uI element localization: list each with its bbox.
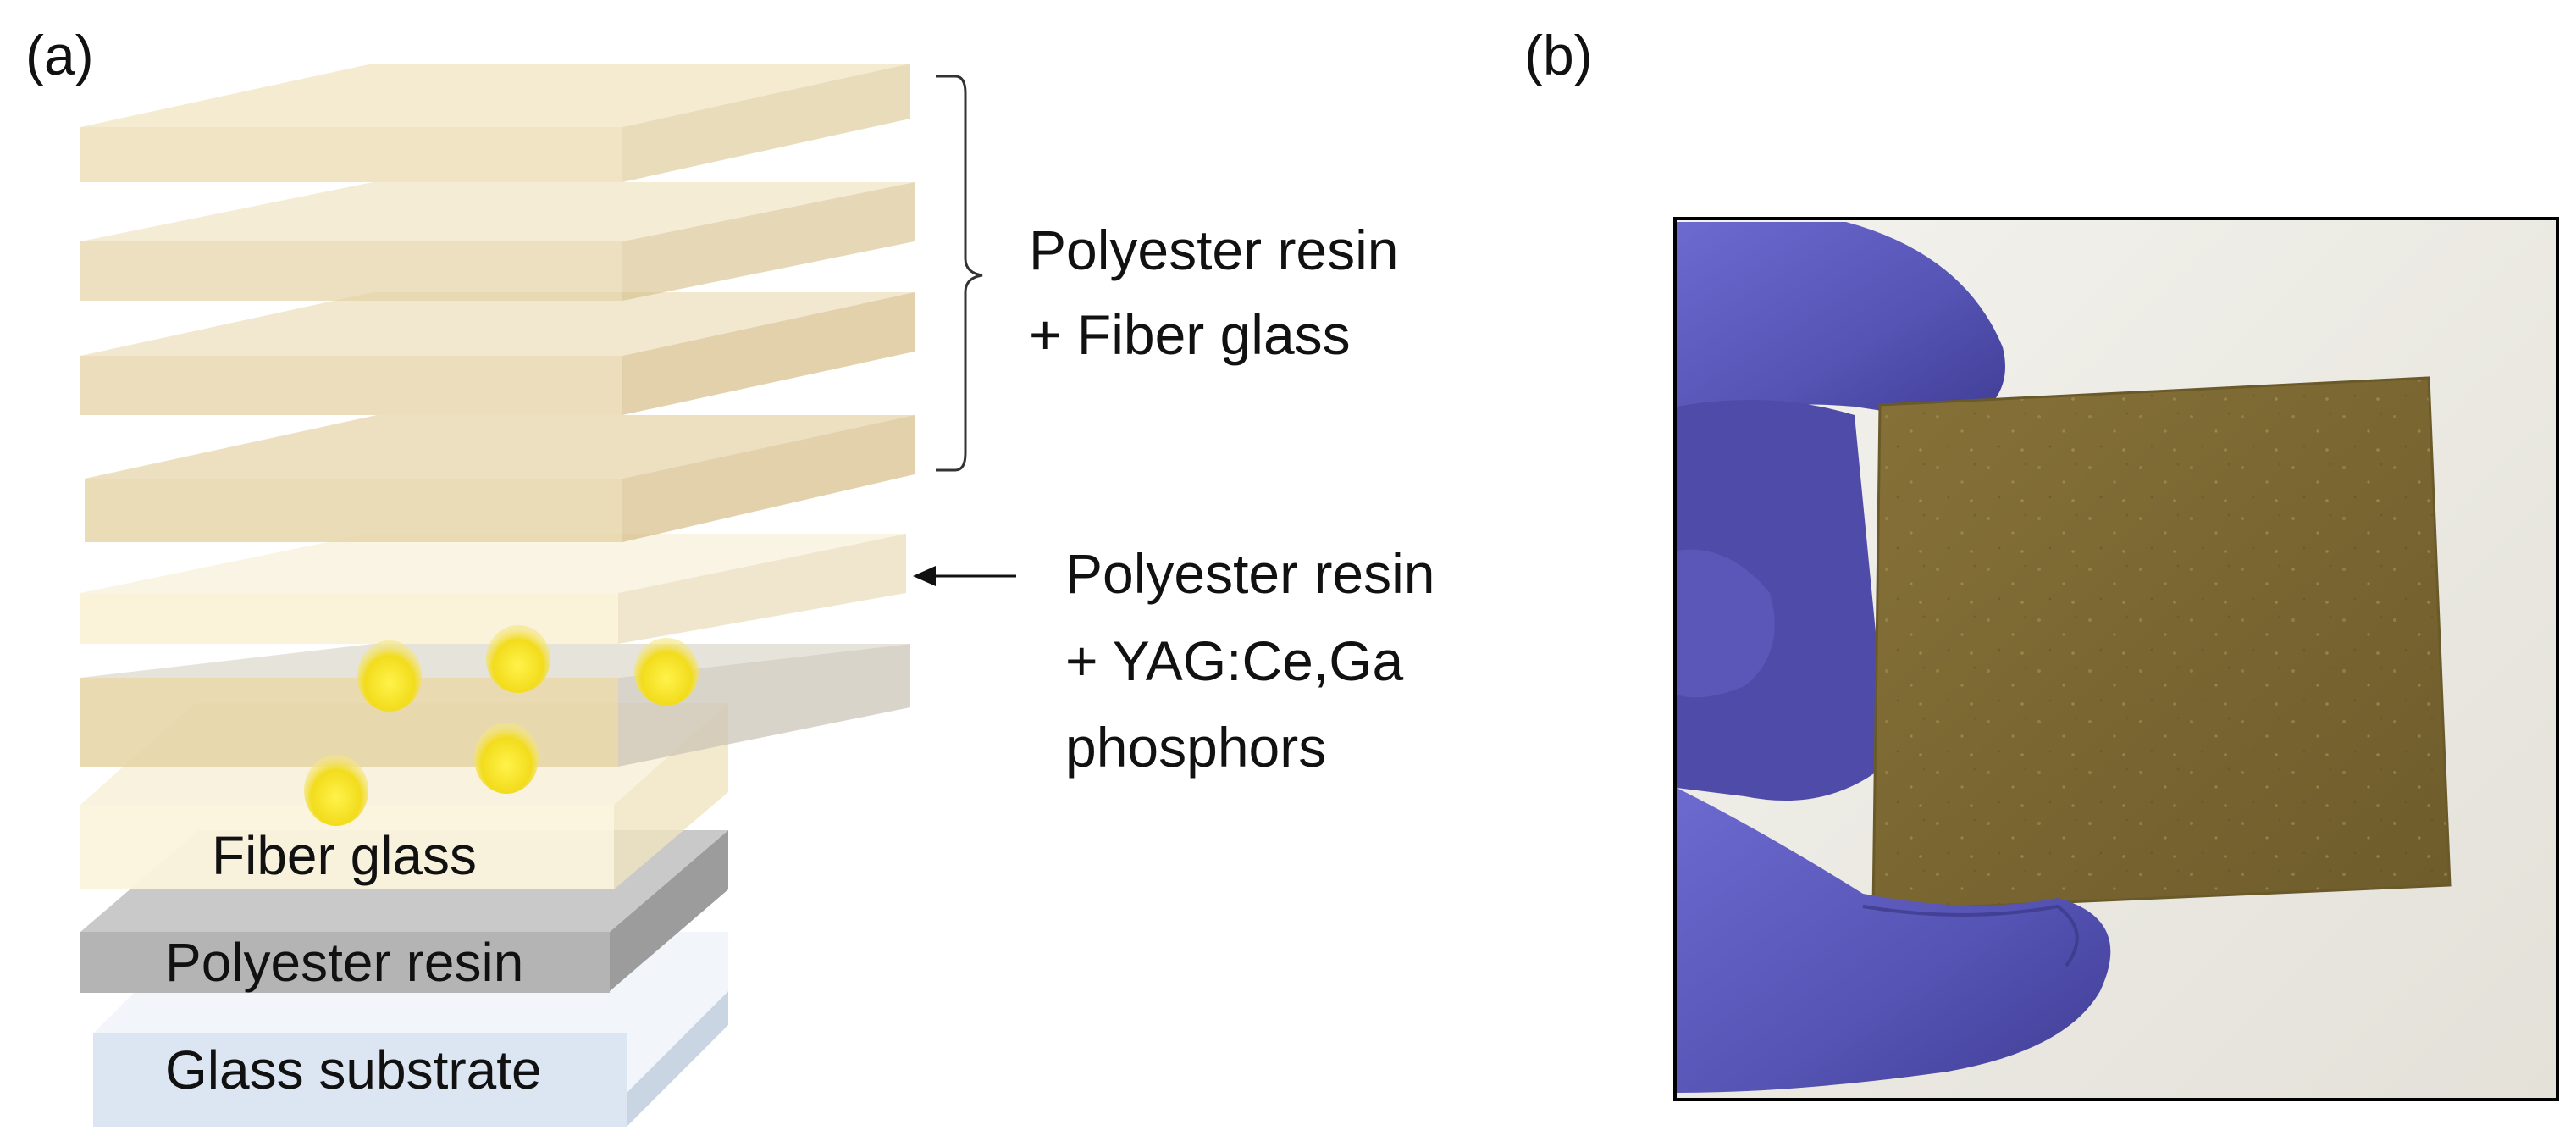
bracket xyxy=(936,75,983,472)
glove-upper-finger xyxy=(1677,222,2005,424)
phosphor-dot xyxy=(304,755,368,826)
layer-7 xyxy=(80,292,915,415)
arrow-label-line2: + YAG:Ce,Ga xyxy=(1065,629,1404,692)
layer-top xyxy=(80,64,910,182)
arrow-label-line1: Polyester resin xyxy=(1065,542,1435,605)
arrow-label-line3: phosphors xyxy=(1065,716,1326,779)
phosphor-dot xyxy=(634,638,699,706)
phosphor-particles xyxy=(304,625,699,826)
panel-b-label: (b) xyxy=(1524,24,1593,86)
label-glass-substrate: Glass substrate xyxy=(165,1039,542,1100)
phosphor-dot xyxy=(357,640,422,712)
label-fiber-glass: Fiber glass xyxy=(212,825,477,886)
layer-8 xyxy=(80,182,915,301)
glove-left xyxy=(1677,400,1888,801)
layer-stack xyxy=(80,64,915,1127)
glove-lower-thumb xyxy=(1677,788,2111,1093)
phosphor-dot xyxy=(486,625,550,693)
panel-a-label: (a) xyxy=(25,24,94,86)
label-polyester-resin: Polyester resin xyxy=(165,932,523,993)
arrow xyxy=(913,566,1016,586)
sample-photo xyxy=(1673,217,2559,1101)
layer-5 xyxy=(80,534,906,644)
bracket-label-line1: Polyester resin xyxy=(1029,219,1399,281)
bracket-label-line2: + Fiber glass xyxy=(1029,303,1351,366)
layer-6 xyxy=(85,415,915,542)
phosphor-dot xyxy=(474,723,539,794)
